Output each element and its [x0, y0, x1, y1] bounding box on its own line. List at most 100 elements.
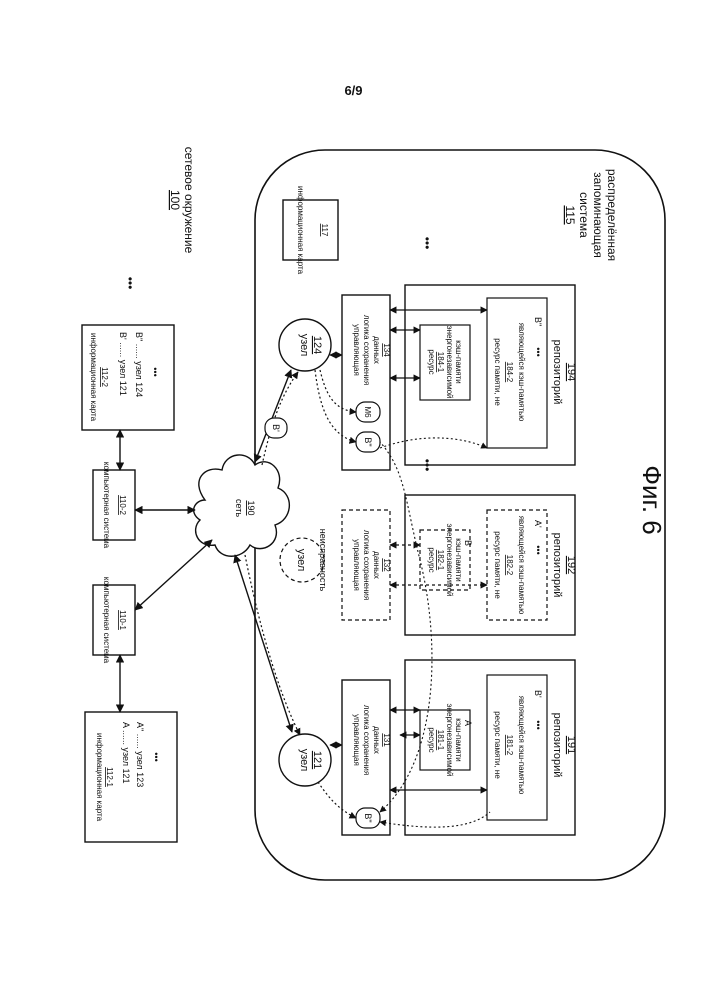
ellipsis-middle: •••: [420, 459, 434, 472]
svg-text:A': A': [533, 520, 543, 528]
svg-text:информационная карта: информационная карта: [95, 733, 104, 822]
svg-text:•••: •••: [533, 347, 543, 356]
svg-text:являющейся кэш-памятью: являющейся кэш-памятью: [517, 516, 526, 615]
svg-text:кэш-памяти: кэш-памяти: [454, 718, 463, 762]
repository-194: ресурс 184-1 энергонезависимой кэш-памят…: [405, 285, 577, 465]
svg-text:181-1: 181-1: [436, 730, 445, 751]
svg-text:распределённая: распределённая: [605, 169, 619, 261]
message-b-prime-transit: B': [265, 418, 287, 438]
svg-text:•••: •••: [151, 752, 161, 761]
svg-text:B" ...... узел 124: B" ...... узел 124: [134, 332, 144, 397]
svg-text:132: 132: [382, 558, 391, 572]
svg-text:система: система: [577, 192, 591, 238]
svg-text:ресурс: ресурс: [427, 547, 436, 572]
info-card-117: информационная карта 117: [283, 186, 338, 275]
logic-134: управляющая логика сохранения данных 134…: [342, 295, 391, 470]
svg-text:110-2: 110-2: [118, 495, 127, 515]
info-card-112-1: информационная карта 112-1 A ...... узел…: [85, 712, 177, 842]
svg-text:182-2: 182-2: [505, 555, 514, 576]
svg-text:181-2: 181-2: [505, 735, 514, 756]
svg-text:121: 121: [311, 751, 323, 769]
svg-text:115: 115: [563, 205, 577, 224]
svg-text:112-1: 112-1: [105, 767, 114, 787]
svg-text:191: 191: [565, 736, 577, 754]
svg-text:являющейся кэш-памятью: являющейся кэш-памятью: [517, 696, 526, 795]
svg-text:компьютерная система: компьютерная система: [102, 577, 111, 664]
svg-text:кэш-памяти: кэш-памяти: [454, 340, 463, 384]
svg-text:ресурс: ресурс: [427, 727, 436, 752]
svg-text:логика сохранения: логика сохранения: [362, 705, 371, 775]
svg-text:узел: узел: [298, 749, 310, 772]
logic-131: управляющая логика сохранения данных 131…: [342, 680, 391, 835]
logic-132: управляющая логика сохранения данных 132: [342, 510, 391, 620]
svg-text:•••: •••: [533, 720, 543, 729]
svg-text:энергонезависимой: энергонезависимой: [445, 703, 454, 776]
svg-text:110-1: 110-1: [118, 610, 127, 630]
svg-text:сетевое окружение: сетевое окружение: [182, 147, 196, 254]
svg-text:•••: •••: [420, 459, 434, 472]
computer-system-110-1: компьютерная система 110-1: [93, 577, 135, 664]
svg-text:131: 131: [382, 733, 391, 747]
svg-text:ресурс памяти, не: ресурс памяти, не: [493, 338, 502, 406]
svg-text:184-2: 184-2: [505, 362, 514, 383]
cache-resource-181-1: ресурс 181-1 энергонезависимой кэш-памят…: [420, 703, 473, 776]
svg-text:репозиторий: репозиторий: [551, 533, 563, 598]
svg-text:узел: узел: [298, 334, 310, 357]
svg-text:являющейся кэш-памятью: являющейся кэш-памятью: [517, 323, 526, 422]
svg-text:данных: данных: [372, 336, 381, 364]
svg-text:100: 100: [168, 190, 182, 210]
svg-text:112-2: 112-2: [100, 367, 109, 387]
svg-text:182-1: 182-1: [436, 550, 445, 571]
svg-text:репозиторий: репозиторий: [551, 340, 563, 405]
svg-text:B: B: [463, 540, 473, 546]
svg-text:управляющая: управляющая: [352, 324, 361, 376]
svg-text:B": B": [363, 813, 373, 822]
svg-text:•••: •••: [420, 237, 434, 250]
svg-text:A" ...... узел 123: A" ...... узел 123: [135, 722, 145, 787]
cache-resource-184-1: ресурс 184-1 энергонезависимой кэш-памят…: [420, 325, 470, 400]
svg-text:логика сохранения: логика сохранения: [362, 530, 371, 600]
svg-text:информационная карта: информационная карта: [296, 186, 305, 275]
figure-caption: Фиг. 6: [637, 465, 667, 535]
info-card-112-2: информационная карта 112-2 B' ...... узе…: [82, 325, 174, 430]
svg-text:информационная карта: информационная карта: [89, 333, 98, 422]
svg-text:запоминающая: запоминающая: [591, 172, 605, 258]
environment-label: сетевое окружение 100: [168, 147, 196, 254]
svg-text:B': B': [533, 690, 543, 698]
svg-text:сеть: сеть: [234, 499, 244, 517]
node-121: узел 121: [279, 734, 331, 786]
svg-text:B": B": [363, 437, 373, 446]
svg-text:134: 134: [382, 343, 391, 357]
svg-text:кэш-памяти: кэш-памяти: [454, 538, 463, 582]
svg-text:компьютерная система: компьютерная система: [102, 462, 111, 549]
svg-text:B' ...... узел 121: B' ...... узел 121: [118, 332, 128, 396]
svg-text:117: 117: [320, 224, 329, 237]
failure-label: неисправность: [318, 529, 328, 592]
storage-system-label: распределённая запоминающая система 115: [563, 169, 619, 261]
svg-text:A ...... узел 121: A ...... узел 121: [121, 722, 131, 784]
svg-text:данных: данных: [372, 551, 381, 579]
svg-text:B': B': [271, 424, 281, 432]
svg-text:данных: данных: [372, 726, 381, 754]
more-cards-ellipsis: •••: [123, 277, 137, 290]
svg-text:194: 194: [565, 363, 577, 381]
svg-text:Фиг. 6: Фиг. 6: [637, 465, 667, 535]
svg-text:190: 190: [246, 500, 256, 515]
svg-text:узел: узел: [295, 549, 307, 572]
svg-text:B": B": [533, 317, 543, 326]
svg-text:энергонезависимой: энергонезависимой: [445, 325, 454, 398]
svg-text:•••: •••: [150, 367, 160, 376]
network-190: сеть 190: [194, 455, 290, 556]
svg-text:управляющая: управляющая: [352, 714, 361, 766]
repository-192: ресурс 182-1 энергонезависимой кэш-памят…: [405, 495, 577, 635]
svg-text:•••: •••: [533, 545, 543, 554]
svg-text:управляющая: управляющая: [352, 539, 361, 591]
svg-text:ресурс памяти, не: ресурс памяти, не: [493, 711, 502, 779]
svg-text:184-1: 184-1: [436, 352, 445, 373]
svg-text:ресурс памяти, не: ресурс памяти, не: [493, 531, 502, 599]
svg-text:логика сохранения: логика сохранения: [362, 315, 371, 385]
svg-text:A: A: [463, 720, 473, 726]
repository-191: ресурс 181-1 энергонезависимой кэш-памят…: [405, 660, 577, 835]
ellipsis-top: •••: [420, 237, 434, 250]
